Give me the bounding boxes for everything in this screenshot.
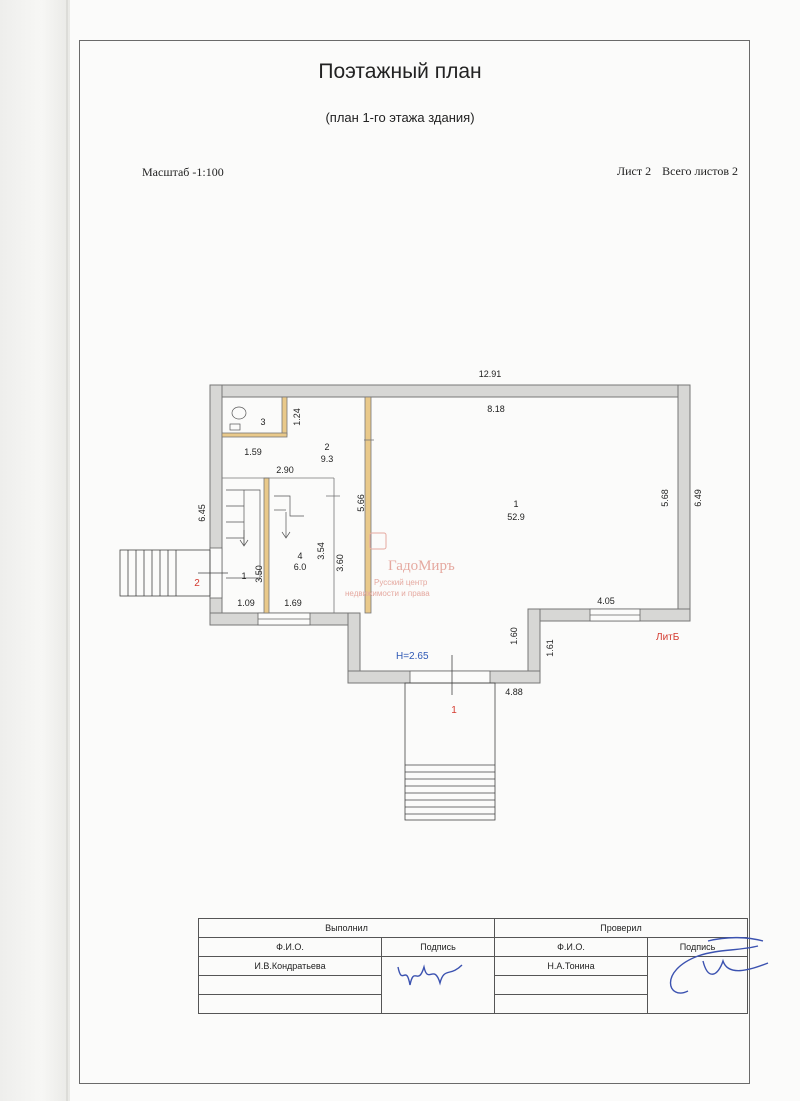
openings xyxy=(209,547,641,684)
empty-cell xyxy=(494,975,648,995)
dim-room4-inner: 3.60 xyxy=(335,554,345,572)
room-1-area: 52.9 xyxy=(507,512,525,522)
sheets-total: Всего листов 2 xyxy=(662,164,738,178)
wall-right xyxy=(677,384,691,622)
room-1-number: 1 xyxy=(513,499,518,509)
wall-top xyxy=(209,384,691,398)
room-1s-number: 1 xyxy=(241,571,246,581)
interior-stairs xyxy=(226,406,304,579)
left-porch-steps xyxy=(119,549,211,597)
empty-cell xyxy=(494,994,648,1014)
fio-label: Ф.И.О. xyxy=(494,937,648,957)
arrow-down-icon xyxy=(239,539,249,547)
performed-header: Выполнил xyxy=(198,918,495,938)
scale-label: Масштаб -1:100 xyxy=(142,165,224,179)
dim-bay-right: 1.61 xyxy=(545,639,555,657)
binding-edge xyxy=(0,0,70,1101)
watermark-line2: недвижимости и права xyxy=(345,589,430,598)
dim-room1s-height: 3.50 xyxy=(254,565,264,583)
dim-partition: 5.66 xyxy=(356,494,366,512)
partition-room3-h xyxy=(221,432,288,438)
dim-bay-left: 1.60 xyxy=(509,627,519,645)
door-front xyxy=(409,670,491,684)
performer-name: И.В.Кондратьева xyxy=(198,956,382,976)
partition-room1 xyxy=(364,396,372,614)
room-4-area: 6.0 xyxy=(294,562,307,572)
dim-room3-right: 1.24 xyxy=(292,408,302,426)
stair-right-outline xyxy=(274,495,304,517)
sheet-info: Лист 2 Всего листов 2 xyxy=(609,164,738,179)
sign-label: Подпись xyxy=(381,937,495,957)
partition-room4-left xyxy=(263,477,270,614)
document-subtitle: (план 1-го этажа здания) xyxy=(325,110,475,125)
dim-bay-bottom: 4.88 xyxy=(505,687,523,697)
dim-room3-bottom: 1.59 xyxy=(244,447,262,457)
dim-room4-bottom: 1.69 xyxy=(284,598,302,608)
signature-table: Выполнил Проверил Ф.И.О. Подпись Ф.И.О. … xyxy=(198,918,769,1014)
dim-top-total: 12.91 xyxy=(479,369,502,379)
watermark-logo-icon xyxy=(369,532,387,550)
fio-label: Ф.И.О. xyxy=(198,937,382,957)
dim-room4-right: 3.54 xyxy=(316,542,326,560)
entrance-left-number: 2 xyxy=(194,578,200,589)
lit-label: ЛитБ xyxy=(656,632,680,643)
exterior-stairs xyxy=(119,549,496,821)
checker-signature-mark xyxy=(669,936,769,994)
entrance-bottom-number: 1 xyxy=(451,705,457,716)
binding-line xyxy=(66,0,68,1101)
watermark-line1: Русский центр xyxy=(374,578,428,587)
room-3-number: 3 xyxy=(260,417,265,427)
dim-left-outer: 6.45 xyxy=(197,504,207,522)
arrow-down-icon xyxy=(281,531,291,539)
performer-signature-mark xyxy=(397,964,463,986)
document-title: Поэтажный план xyxy=(318,60,482,83)
stair-left-outline xyxy=(226,489,261,579)
dim-right-bottom: 4.05 xyxy=(597,596,615,606)
sink-icon xyxy=(229,423,241,431)
dim-room1-top: 8.18 xyxy=(487,404,505,414)
watermark: ГадоМиръ Русский центр недвижимости и пр… xyxy=(345,532,455,598)
room-2-number: 2 xyxy=(324,442,329,452)
dimensions: 12.91 8.18 6.49 5.68 6.45 1.24 1.59 2.90… xyxy=(197,369,703,697)
dim-room2-bottom: 2.90 xyxy=(276,465,294,475)
ceiling-height: H=2.65 xyxy=(396,651,429,662)
performer-signature xyxy=(381,956,495,1014)
empty-cell xyxy=(198,994,382,1014)
empty-cell xyxy=(198,975,382,995)
dim-right-outer: 6.49 xyxy=(693,489,703,507)
partition-room3-v xyxy=(281,396,288,436)
page-frame xyxy=(79,40,750,1084)
partitions xyxy=(221,396,374,614)
room-4-number: 4 xyxy=(297,551,302,561)
sheet-number: Лист 2 xyxy=(616,164,652,178)
room-2-area: 9.3 xyxy=(321,454,334,464)
checker-name: Н.А.Тонина xyxy=(494,956,648,976)
dim-right-inner: 5.68 xyxy=(660,489,670,507)
toilet-icon xyxy=(231,406,247,420)
room-labels: 1 52.9 2 9.3 3 4 6.0 1 xyxy=(241,417,524,581)
watermark-logo-text: ГадоМиръ xyxy=(388,558,455,574)
front-porch-steps xyxy=(404,682,496,821)
dim-room1s-bottom: 1.09 xyxy=(237,598,255,608)
checker-signature xyxy=(647,936,769,1014)
